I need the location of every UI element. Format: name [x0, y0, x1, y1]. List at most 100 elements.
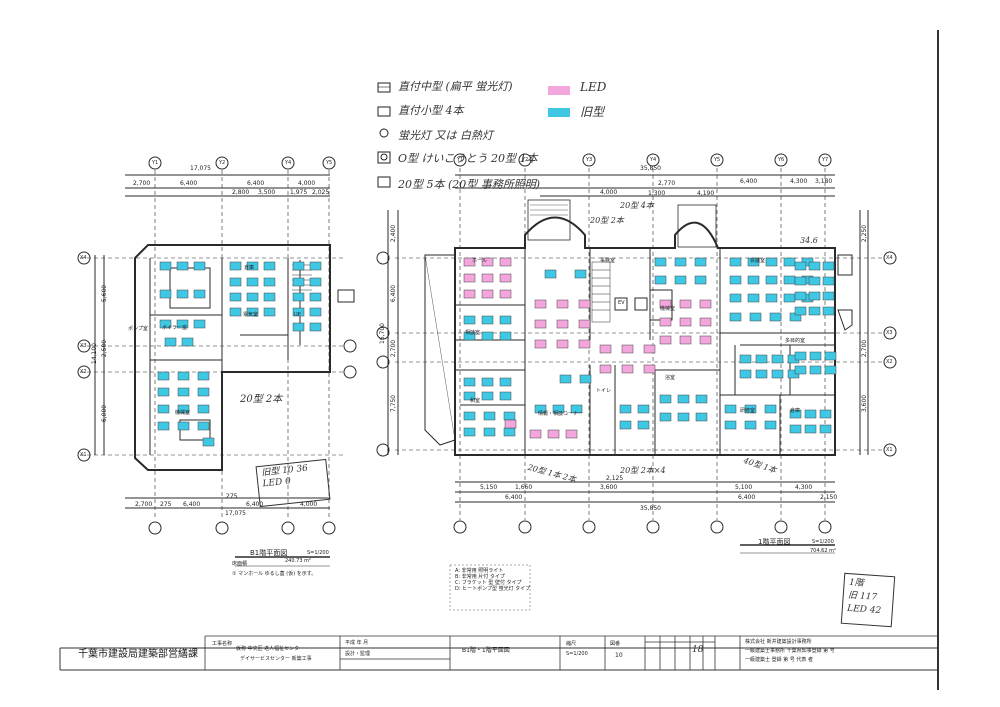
- old-lamp-marker: [292, 307, 305, 317]
- old-lamp-marker: [177, 404, 190, 414]
- f1-side-dim-5: 16,700: [379, 323, 386, 344]
- led-lamp-marker: [499, 257, 512, 267]
- led-lamp-marker: [481, 273, 494, 283]
- f1-grid-x3: X3: [886, 330, 893, 336]
- b1-bdim-3: 6,400: [183, 501, 201, 508]
- notes-legend-b: B: 非常用 片付 タイプ: [455, 574, 505, 580]
- led-lamp-marker: [556, 339, 569, 349]
- f1-note-1: 20型 2本: [590, 216, 624, 225]
- legend-item-4: O型 けいこうとう 20型 1本: [398, 152, 538, 165]
- old-lamp-marker: [544, 269, 557, 279]
- old-lamp-marker: [724, 404, 737, 414]
- old-lamp-marker: [176, 289, 189, 299]
- old-lamp-marker: [729, 257, 742, 267]
- led-lamp-marker: [565, 429, 578, 439]
- b1-area-value: 240.73 m²: [285, 558, 311, 564]
- led-lamp-marker: [556, 319, 569, 329]
- old-lamp-marker: [794, 365, 807, 375]
- f1-room-consult: 相談室: [465, 330, 481, 336]
- old-lamp-marker: [463, 391, 476, 401]
- led-lamp-marker: [699, 299, 712, 309]
- old-lamp-marker: [193, 319, 206, 329]
- f1-room-japanese: 和室: [470, 398, 481, 404]
- notes-legend-a: A: 非常用 照明ライト: [455, 568, 504, 574]
- tb-designer-1: 株式会社 新井建築設計事務所: [745, 639, 812, 645]
- old-lamp-marker: [794, 261, 807, 271]
- led-lamp-marker: [529, 429, 542, 439]
- f1-room-meeting: 会議室: [750, 258, 766, 264]
- old-lamp-marker: [177, 421, 190, 431]
- b1-dim-d: 2,700: [133, 180, 151, 187]
- old-lamp-marker: [164, 337, 177, 347]
- old-lamp-marker: [619, 420, 632, 430]
- old-lamp-marker: [822, 291, 835, 301]
- old-lamp-marker: [197, 387, 210, 397]
- old-lamp-marker: [246, 277, 259, 287]
- led-lamp-marker: [643, 364, 656, 374]
- f1-note-3: 20型 2本×4: [620, 466, 666, 475]
- f1-room-training: 研修室: [740, 408, 756, 414]
- old-lamp-marker: [559, 374, 572, 384]
- old-lamp-marker: [789, 409, 802, 419]
- old-lamp-marker: [619, 404, 632, 414]
- old-lamp-marker: [157, 371, 170, 381]
- old-lamp-marker: [193, 289, 206, 299]
- old-lamp-marker: [503, 427, 516, 437]
- old-lamp-marker: [463, 315, 476, 325]
- f1-side-dim-1: 2,400: [390, 224, 398, 243]
- b1-side-dim-3: 6,000: [101, 404, 109, 423]
- old-lamp-marker: [292, 292, 305, 302]
- f1-scale: S=1/200: [812, 539, 834, 545]
- old-lamp-marker: [809, 365, 822, 375]
- f1-dim-d: 4,000: [600, 189, 618, 196]
- old-lamp-marker: [755, 369, 768, 379]
- old-lamp-marker: [804, 409, 817, 419]
- f1-grid-y4: Y4: [650, 157, 657, 163]
- old-lamp-marker: [809, 351, 822, 361]
- old-lamp-marker: [159, 319, 172, 329]
- old-lamp-marker: [176, 319, 189, 329]
- old-lamp-marker: [637, 404, 650, 414]
- b1-note-20: 20型 2本: [240, 394, 283, 405]
- old-lamp-marker: [246, 307, 259, 317]
- led-swatch: [548, 86, 570, 95]
- old-lamp-marker: [159, 289, 172, 299]
- old-lamp-marker: [463, 331, 476, 341]
- old-lamp-marker: [229, 277, 242, 287]
- f1-dim-f: 1,300: [648, 190, 666, 197]
- f1-bdim-9: 6,400: [738, 494, 756, 501]
- old-lamp-marker: [771, 354, 784, 364]
- tb-designer-3: 一級建築士 登録 第 号 代表 者: [745, 657, 813, 663]
- f1-bdim-2: 1,660: [515, 484, 533, 491]
- led-lamp-marker: [659, 317, 672, 327]
- led-lamp-marker: [659, 335, 672, 345]
- f1-area-value: 704.62 m²: [810, 548, 836, 554]
- old-lamp-marker: [794, 351, 807, 361]
- open-square-icon: [377, 176, 391, 188]
- b1-scale: S=1/200: [307, 550, 329, 556]
- f1-side-dim-3: 2,700: [390, 339, 398, 358]
- b1-room-storage: 倉庫: [244, 265, 255, 271]
- old-lamp-marker: [694, 275, 707, 285]
- b1-title: B1階平面図: [250, 549, 288, 557]
- b1-dim-g: 1,975: [290, 189, 308, 196]
- led-lamp-marker: [534, 339, 547, 349]
- notes-legend-c: C: ブラケット 型 壁付 タイプ: [455, 580, 522, 586]
- legend-item-3: 蛍光灯 又は 白熱灯: [398, 129, 493, 142]
- old-lamp-marker: [499, 331, 512, 341]
- led-lamp-marker: [534, 299, 547, 309]
- old-lamp-marker: [824, 351, 837, 361]
- b1-bdim-4: 275: [226, 493, 238, 500]
- old-lamp-marker: [747, 293, 760, 303]
- old-lamp-marker: [483, 411, 496, 421]
- old-lamp-marker: [808, 276, 821, 286]
- f1-room-office: 事務室: [600, 258, 616, 264]
- legend-icons: [377, 82, 391, 188]
- old-lamp-marker: [794, 306, 807, 316]
- old-lamp-marker: [292, 277, 305, 287]
- led-lamp-marker: [599, 344, 612, 354]
- old-label: 旧型: [580, 105, 605, 119]
- old-lamp-marker: [789, 424, 802, 434]
- b1-room-machine: 機械室: [175, 410, 191, 416]
- f1-count-led: LED 42: [846, 603, 882, 617]
